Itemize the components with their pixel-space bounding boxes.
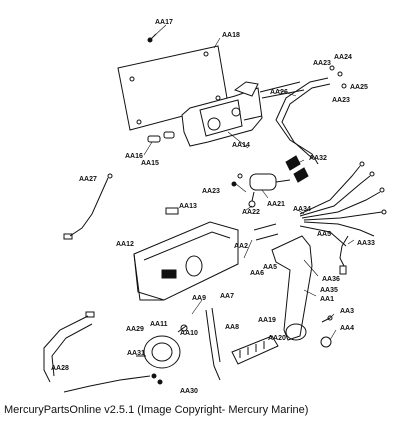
label-aa15: AA15 (141, 160, 159, 167)
ignition-switch (248, 173, 291, 208)
neutral-switch (339, 235, 349, 275)
copyright-caption: MercuryPartsOnline v2.5.1 (Image Copyrig… (4, 404, 309, 416)
tachometer (143, 324, 188, 369)
label-aa17: AA17 (155, 19, 173, 26)
label-aa28: AA28 (51, 365, 69, 372)
label-aa19: AA19 (258, 317, 276, 324)
label-aa1: AA1 (320, 296, 334, 303)
label-aa18: AA18 (222, 32, 240, 39)
bushing-aa16 (147, 131, 175, 143)
label-aa29: AA29 (126, 326, 144, 333)
lanyard-wire (63, 173, 113, 240)
control-mechanism (181, 81, 263, 147)
leader-lines (143, 24, 355, 341)
label-aa23-right: AA23 (332, 97, 350, 104)
ignition-keys (285, 155, 309, 183)
screws-aa30 (136, 355, 163, 385)
label-aa5-left: AA5 (263, 264, 277, 271)
label-aa3: AA3 (340, 308, 354, 315)
label-aa5-right: AA5 (317, 231, 331, 238)
label-aa30: AA30 (180, 388, 198, 395)
label-aa24: AA24 (334, 54, 352, 61)
label-aa27: AA27 (79, 176, 97, 183)
wire-aa7 (205, 307, 221, 381)
terminal-block (231, 335, 279, 365)
label-aa6: AA6 (250, 270, 264, 277)
label-aa26: AA26 (270, 89, 288, 96)
label-aa25: AA25 (350, 84, 368, 91)
wire-harness (299, 161, 387, 247)
label-aa10: AA10 (180, 330, 198, 337)
label-aa32: AA32 (309, 155, 327, 162)
label-aa20: AA20 (268, 335, 286, 342)
tach-harness (43, 311, 151, 393)
label-aa34: AA34 (293, 206, 311, 213)
label-aa31: AA31 (127, 350, 145, 357)
label-aa21: AA21 (267, 201, 285, 208)
label-aa4: AA4 (340, 325, 354, 332)
label-aa22: AA22 (242, 209, 260, 216)
label-aa12: AA12 (116, 241, 134, 248)
label-aa11: AA11 (150, 321, 168, 328)
label-aa13: AA13 (179, 203, 197, 210)
label-aa36: AA36 (322, 276, 340, 283)
label-aa7: AA7 (220, 293, 234, 300)
control-lever (253, 223, 313, 341)
throttle-cables (259, 77, 331, 165)
label-aa33: AA33 (357, 240, 375, 247)
parts-exploded-diagram: AA17 AA18 AA23 AA24 AA25 AA23 AA26 AA16 … (43, 19, 387, 395)
label-aa23-mid: AA23 (202, 188, 220, 195)
label-aa35: AA35 (320, 287, 338, 294)
control-housing (133, 221, 239, 301)
hardware-aa3-aa4 (320, 315, 333, 348)
label-aa2: AA2 (234, 243, 248, 250)
part-labels: AA17 AA18 AA23 AA24 AA25 AA23 AA26 AA16 … (51, 19, 375, 395)
label-aa9: AA9 (192, 295, 206, 302)
clip-aa13 (165, 207, 179, 215)
label-aa16: AA16 (125, 153, 143, 160)
label-aa23-top: AA23 (313, 60, 331, 67)
label-aa8: AA8 (225, 324, 239, 331)
label-aa14: AA14 (232, 142, 250, 149)
